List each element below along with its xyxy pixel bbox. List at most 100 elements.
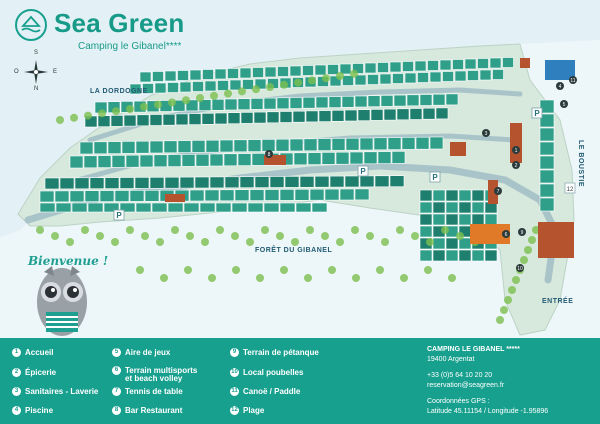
pitch[interactable] xyxy=(471,249,485,262)
pitch[interactable] xyxy=(224,176,240,189)
pitch[interactable] xyxy=(370,109,384,121)
pitch[interactable] xyxy=(253,111,267,124)
pitch[interactable] xyxy=(417,72,429,83)
pitch[interactable] xyxy=(379,73,392,85)
pitch[interactable] xyxy=(209,153,224,167)
pitch[interactable] xyxy=(422,107,436,120)
pitch[interactable] xyxy=(419,225,433,238)
pitch[interactable] xyxy=(429,71,442,83)
pitch[interactable] xyxy=(167,82,179,93)
pitch[interactable] xyxy=(357,109,371,121)
pitch[interactable] xyxy=(458,201,472,214)
pitch[interactable] xyxy=(432,201,446,214)
pitch[interactable] xyxy=(87,202,104,213)
pitch[interactable] xyxy=(539,197,555,212)
pitch[interactable] xyxy=(129,83,142,95)
pitch[interactable] xyxy=(214,112,228,125)
pitch[interactable] xyxy=(183,202,200,213)
pitch[interactable] xyxy=(227,68,239,79)
pitch[interactable] xyxy=(427,60,439,71)
poi-marker-2[interactable]: 2 xyxy=(512,161,520,169)
pitch[interactable] xyxy=(39,202,56,213)
poi-marker-7[interactable]: 7 xyxy=(494,187,502,195)
campsite-map[interactable]: P P P P 1 2 3 4 xyxy=(0,0,600,338)
pitch[interactable] xyxy=(458,249,472,262)
pitch[interactable] xyxy=(121,141,136,154)
pitch[interactable] xyxy=(164,176,180,189)
pitch[interactable] xyxy=(302,65,314,76)
pitch[interactable] xyxy=(419,94,433,106)
pitch[interactable] xyxy=(539,183,555,198)
pitch[interactable] xyxy=(69,190,85,203)
pitch[interactable] xyxy=(354,188,370,201)
pitch[interactable] xyxy=(349,151,364,165)
pitch[interactable] xyxy=(79,141,94,155)
pitch[interactable] xyxy=(250,98,264,110)
pitch[interactable] xyxy=(175,113,189,126)
pitch[interactable] xyxy=(539,155,555,170)
pitch[interactable] xyxy=(389,61,402,73)
pitch[interactable] xyxy=(189,189,205,202)
pitch[interactable] xyxy=(211,99,225,111)
pitch[interactable] xyxy=(194,176,210,189)
pitch[interactable] xyxy=(471,213,485,226)
pitch[interactable] xyxy=(239,176,255,188)
pitch[interactable] xyxy=(191,140,206,153)
pitch[interactable] xyxy=(324,188,340,201)
pitch[interactable] xyxy=(119,177,135,189)
pitch[interactable] xyxy=(401,137,416,150)
pitch[interactable] xyxy=(135,140,150,154)
pitch[interactable] xyxy=(539,99,555,114)
pitch[interactable] xyxy=(342,75,354,86)
pitch[interactable] xyxy=(458,189,472,202)
pitch[interactable] xyxy=(215,202,232,213)
pitch[interactable] xyxy=(224,98,238,111)
pitch[interactable] xyxy=(233,139,248,153)
pitch[interactable] xyxy=(432,93,446,106)
pitch[interactable] xyxy=(74,177,90,190)
pitch[interactable] xyxy=(164,70,177,82)
pitch[interactable] xyxy=(406,94,420,107)
pitch[interactable] xyxy=(377,151,392,164)
pitch[interactable] xyxy=(125,154,140,168)
pitch[interactable] xyxy=(367,74,379,85)
pitch[interactable] xyxy=(279,189,295,201)
pitch[interactable] xyxy=(83,155,98,169)
pitch[interactable] xyxy=(119,202,136,213)
pitch[interactable] xyxy=(275,138,290,152)
poi-marker-6[interactable]: 6 xyxy=(502,230,510,238)
pitch[interactable] xyxy=(149,177,165,189)
pitch[interactable] xyxy=(89,177,105,189)
pitch[interactable] xyxy=(149,140,164,154)
pitch[interactable] xyxy=(179,81,192,93)
pitch[interactable] xyxy=(154,82,167,94)
pitch[interactable] xyxy=(454,70,467,82)
pitch[interactable] xyxy=(359,137,374,151)
pitch[interactable] xyxy=(364,62,377,74)
pitch[interactable] xyxy=(55,202,72,213)
pitch[interactable] xyxy=(409,108,423,120)
pitch[interactable] xyxy=(329,75,342,87)
pitch[interactable] xyxy=(344,109,358,122)
pitch[interactable] xyxy=(289,65,302,77)
pitch[interactable] xyxy=(251,153,266,166)
pitch[interactable] xyxy=(134,177,150,189)
pitch[interactable] xyxy=(393,94,407,107)
pitch[interactable] xyxy=(214,68,227,80)
pitch[interactable] xyxy=(352,63,364,74)
pitch[interactable] xyxy=(331,110,345,122)
pitch[interactable] xyxy=(237,153,252,166)
pitch[interactable] xyxy=(252,67,264,78)
pitch[interactable] xyxy=(309,188,325,201)
pitch[interactable] xyxy=(432,189,446,202)
pitch[interactable] xyxy=(445,93,459,106)
pitch[interactable] xyxy=(266,111,280,124)
pitch[interactable] xyxy=(367,95,381,107)
pitch[interactable] xyxy=(201,113,215,125)
pitch[interactable] xyxy=(419,189,433,202)
pitch[interactable] xyxy=(129,190,145,202)
pitch[interactable] xyxy=(263,202,280,213)
pitch[interactable] xyxy=(149,114,163,126)
pitch[interactable] xyxy=(359,175,375,188)
pitch[interactable] xyxy=(139,154,154,168)
